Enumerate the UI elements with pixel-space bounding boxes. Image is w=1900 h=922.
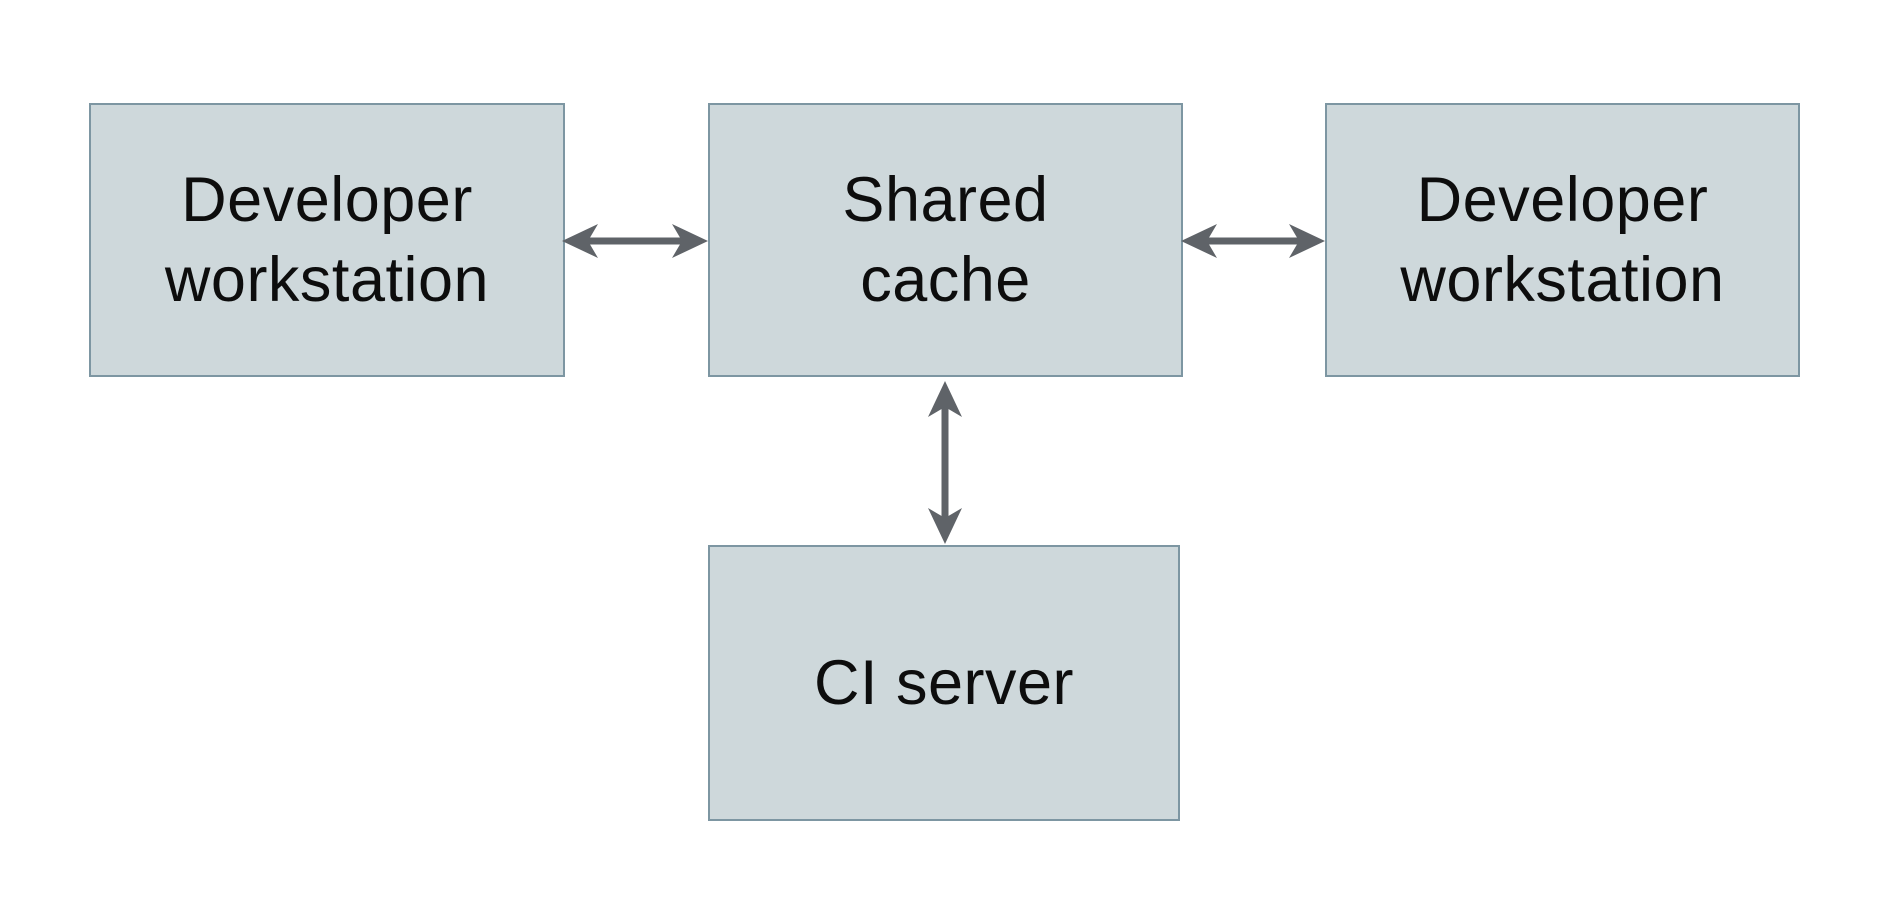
bidirectional-arrow-cache-ci	[928, 381, 962, 544]
node-ci-server: CI server	[708, 545, 1180, 821]
node-label-line: workstation	[164, 245, 490, 315]
node-label-line: Shared	[842, 165, 1049, 235]
bidirectional-arrow-left-cache	[562, 224, 708, 258]
node-label-line: CI server	[813, 648, 1075, 718]
node-shared-cache: Shared cache	[708, 103, 1183, 377]
node-label-line: cache	[860, 245, 1031, 315]
node-developer-workstation-left: Developer workstation	[89, 103, 565, 377]
bidirectional-arrow-cache-right	[1181, 224, 1325, 258]
node-label-line: workstation	[1400, 245, 1725, 315]
node-developer-workstation-right: Developer workstation	[1325, 103, 1800, 377]
node-label-line: Developer	[1416, 165, 1709, 235]
node-label-line: Developer	[181, 165, 473, 235]
